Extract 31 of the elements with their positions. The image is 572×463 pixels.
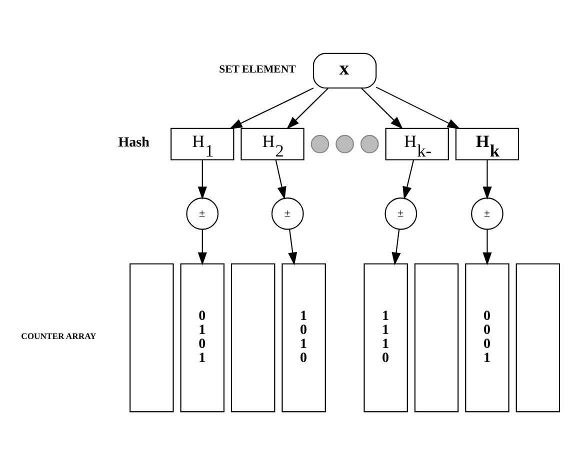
arrow bbox=[286, 88, 328, 130]
node-box bbox=[516, 263, 560, 412]
node-box: x bbox=[312, 52, 377, 89]
node-box bbox=[414, 263, 459, 412]
arrow bbox=[392, 229, 401, 266]
arrow bbox=[198, 160, 207, 200]
node-circle bbox=[310, 134, 330, 154]
node-box: 1 0 1 0 bbox=[282, 263, 326, 412]
node-box: 1 1 1 0 bbox=[364, 263, 408, 412]
label: COUNTER ARRAY bbox=[21, 330, 96, 341]
arrow bbox=[482, 160, 492, 200]
node-label: SET ELEMENT bbox=[219, 63, 296, 76]
label: Hash bbox=[118, 136, 150, 151]
node-box bbox=[130, 263, 174, 412]
node-circle bbox=[336, 134, 354, 154]
arrow bbox=[275, 160, 286, 200]
node-circle: ± bbox=[271, 198, 304, 230]
node-circle bbox=[360, 134, 379, 154]
arrow bbox=[361, 88, 404, 130]
node-box: 0 1 0 1 bbox=[180, 263, 224, 412]
node-circle: ± bbox=[384, 198, 418, 230]
node-box: 0 0 0 1 bbox=[465, 263, 510, 412]
arrow bbox=[376, 86, 460, 130]
arrow bbox=[482, 230, 492, 266]
arrow bbox=[288, 229, 298, 266]
node-box bbox=[230, 263, 276, 412]
node-circle: ± bbox=[186, 198, 219, 230]
arrow bbox=[229, 88, 314, 130]
arrow bbox=[198, 230, 207, 266]
arrow bbox=[402, 160, 414, 200]
node-circle: ± bbox=[471, 198, 504, 230]
